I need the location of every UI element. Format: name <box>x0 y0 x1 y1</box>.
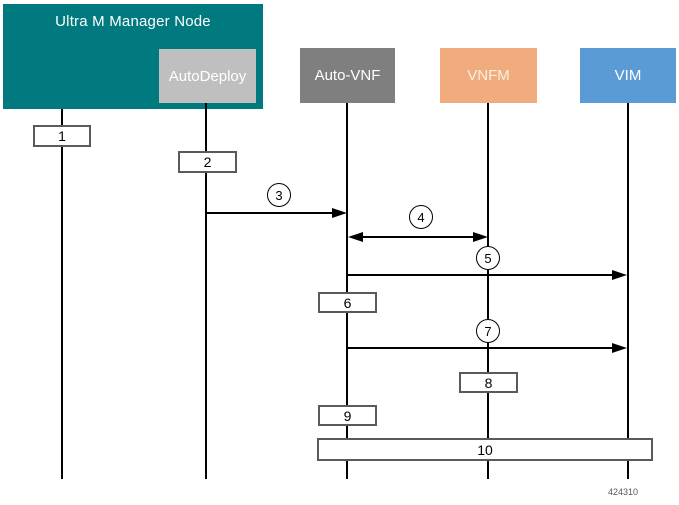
step-circle-7: 7 <box>476 319 500 343</box>
arrow-step4-line <box>361 236 474 238</box>
lifeline-auto-vnf <box>346 103 348 479</box>
step-circle-5: 5 <box>476 246 500 270</box>
activation-box-2: 2 <box>178 151 237 173</box>
arrow-step4-head-left-icon <box>348 232 363 242</box>
activation-box-9: 9 <box>318 405 377 426</box>
step-circle-4: 4 <box>409 205 433 229</box>
actor-auto-vnf: Auto-VNF <box>300 48 395 103</box>
figure-number: 424310 <box>608 487 639 497</box>
activation-box-8: 8 <box>459 372 518 393</box>
arrow-step5-head-right-icon <box>612 270 627 280</box>
step-circle-3: 3 <box>267 183 291 207</box>
arrow-step3-head-right-icon <box>332 208 347 218</box>
lifeline-autodeploy <box>205 103 207 479</box>
actor-vim: VIM <box>580 48 676 103</box>
manager-node-title: Ultra M Manager Node <box>55 13 211 30</box>
activation-box-10: 10 <box>317 438 653 461</box>
lifeline-manager-node <box>61 109 63 479</box>
actor-vnfm: VNFM <box>440 48 537 103</box>
arrow-step5-line <box>347 274 613 276</box>
arrow-step7-line <box>347 347 613 349</box>
arrow-step3-line <box>206 212 333 214</box>
actor-autodeploy: AutoDeploy <box>159 49 256 103</box>
arrow-step4-head-right-icon <box>473 232 488 242</box>
arrow-step7-head-right-icon <box>612 343 627 353</box>
activation-box-6: 6 <box>318 292 377 313</box>
lifeline-vim <box>627 103 629 479</box>
lifeline-vnfm <box>487 103 489 479</box>
activation-box-1: 1 <box>33 125 91 147</box>
